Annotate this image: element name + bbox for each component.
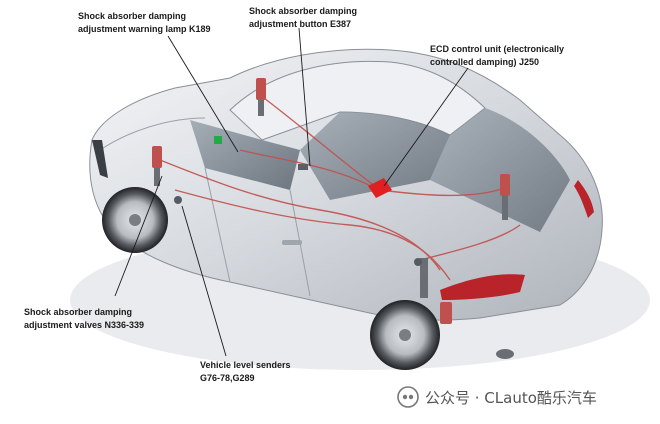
warning-lamp-k189 [214,136,222,144]
watermark: 公众号 · CLauto酷乐汽车 [397,386,597,408]
headlight [92,140,108,178]
label-level-senders-g76: Vehicle level senders G76-78,G289 [200,360,291,383]
door-handle [282,240,302,245]
exhaust-pipe [496,349,514,359]
front-wheel-hub [129,214,141,226]
damping-button-e387 [298,164,308,170]
shock-absorber-rear-right [500,174,510,220]
wechat-official-account-icon [397,386,419,408]
shock-absorber-rear-left [420,258,452,324]
rear-window [430,108,570,232]
level-sender-rear [414,258,422,266]
shock-absorber-front-right [256,78,266,116]
level-sender-front [174,196,182,204]
shock-absorber-front-left [152,146,162,186]
label-damping-valves-n336: Shock absorber damping adjustment valves… [24,307,145,330]
side-window [300,112,450,200]
wiring-harness [159,94,521,281]
label-damping-button-e387: Shock absorber damping adjustment button… [249,6,358,29]
tail-light [440,274,525,300]
tail-light-right [574,180,594,218]
hood-line [99,117,206,151]
rear-wheel-hub [399,329,411,341]
label-ecu-j250: ECD control unit (electronically control… [430,44,565,67]
leader-lines [114,27,469,357]
watermark-text: 公众号 · CLauto酷乐汽车 [425,388,597,407]
label-warning-lamp-k189: Shock absorber damping adjustment warnin… [78,11,211,34]
